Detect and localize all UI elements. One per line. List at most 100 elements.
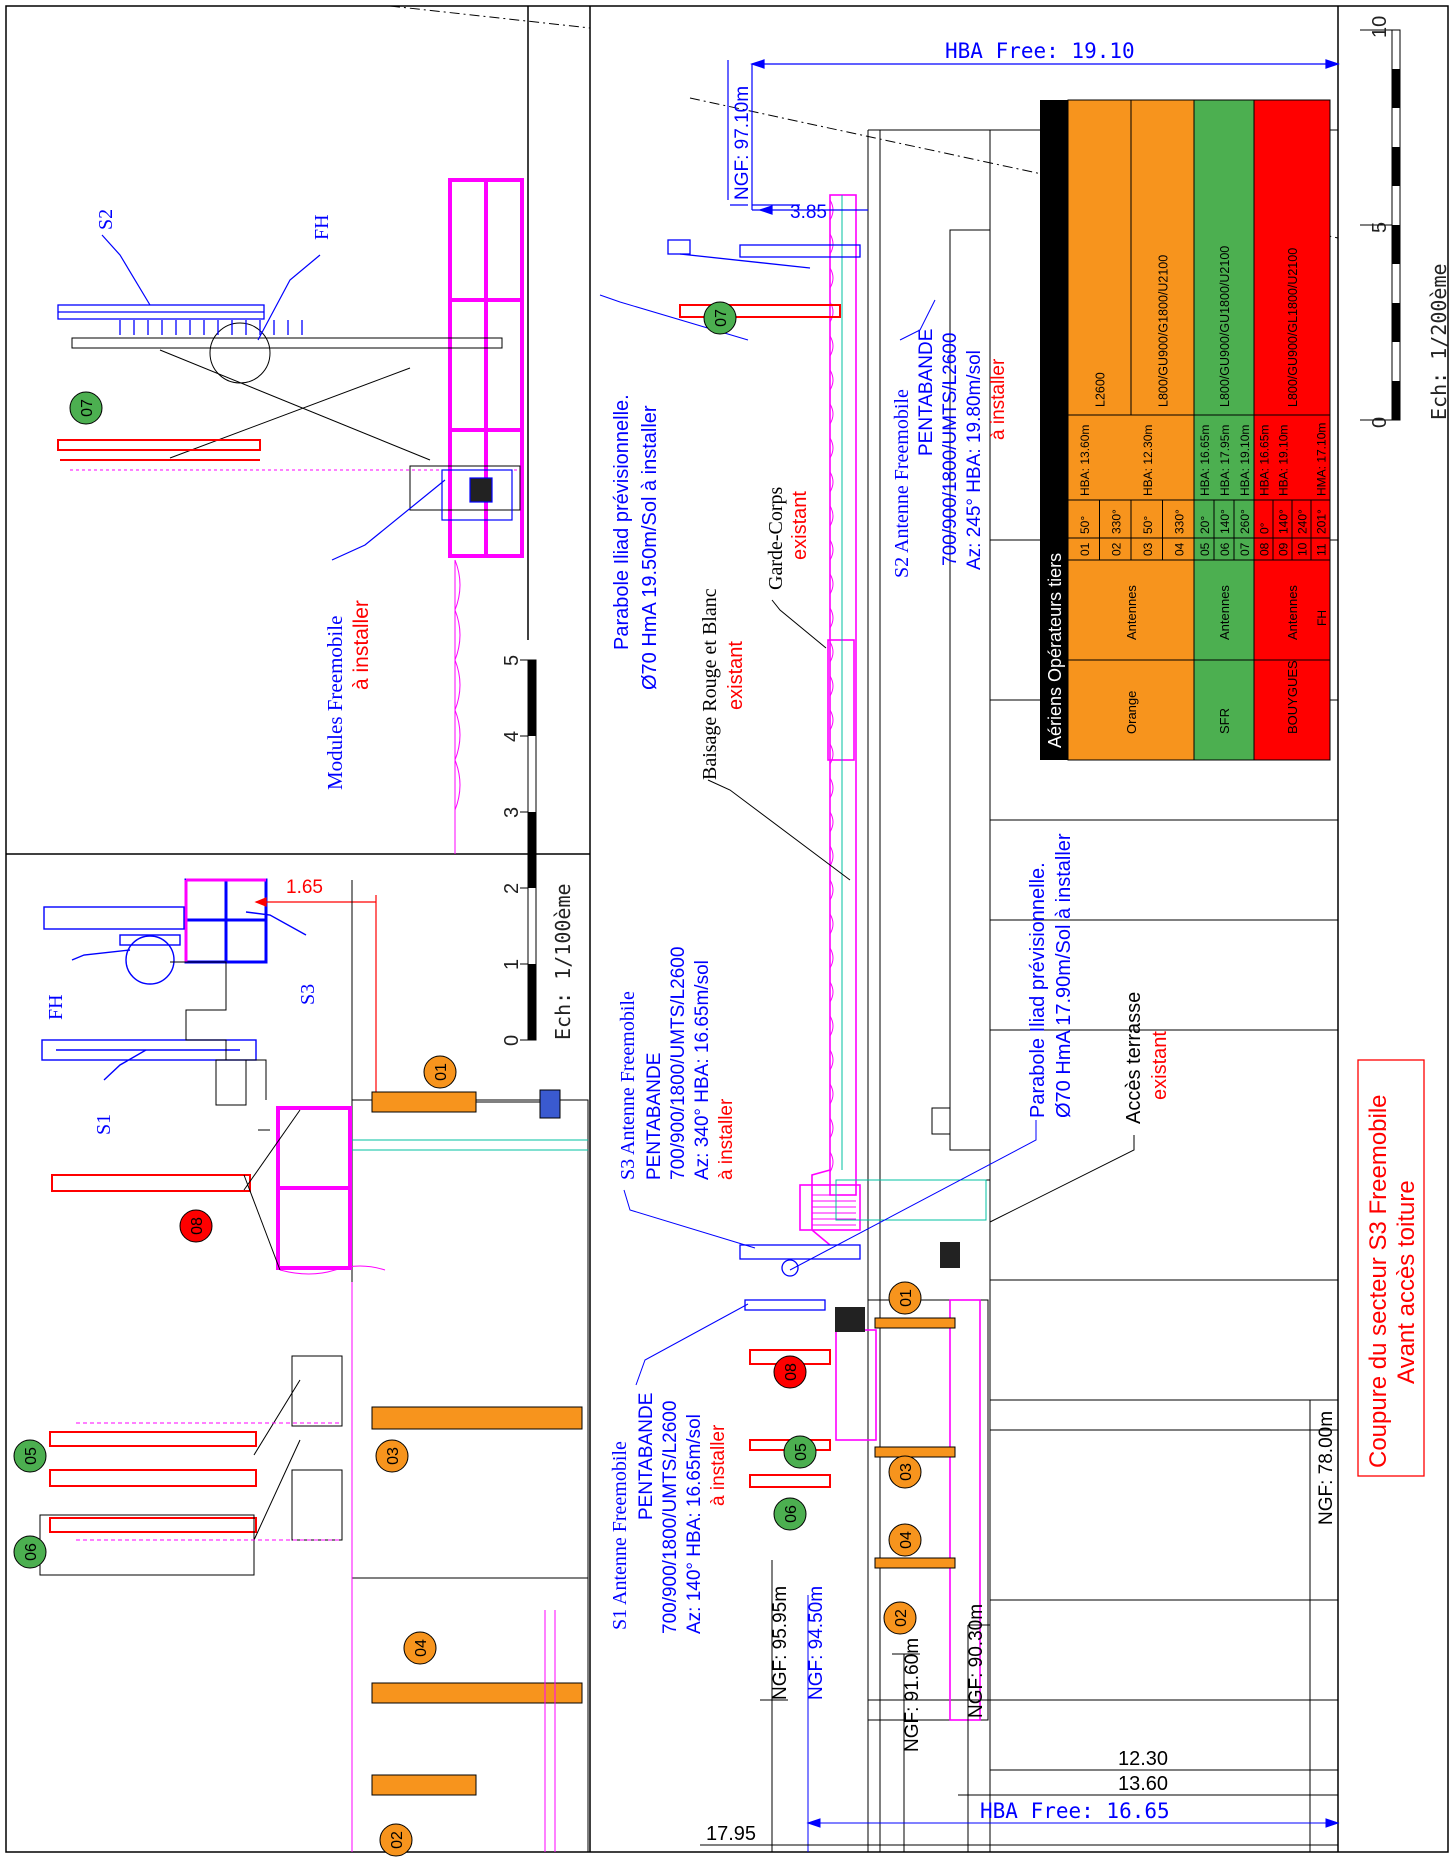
table-row-azimuth: 0° [1258, 522, 1272, 534]
s3ant-line3: 700/900/1800/UMTS/L2600 [668, 947, 689, 1180]
table-row-num: 08 [1258, 542, 1272, 556]
table-row-hba: HBA: 19.10m [1238, 425, 1252, 496]
label-modules-line2: à installer [350, 600, 373, 690]
s2ant-line1: S2 Antenne Freemobile [891, 389, 913, 578]
table-row-hba: HBA: 16.65m [1198, 425, 1212, 496]
table-row-hba: HMA: 17.10m [1315, 423, 1329, 496]
detail-bottom-left: 1.65 FH S3 S1 [39, 877, 589, 1853]
parab2-line1: Parabole Iliad prévisionnelle. [1027, 862, 1049, 1118]
marker-02: 02 [379, 1823, 413, 1857]
table-operator: BOUYGUES [1285, 660, 1300, 734]
s2ant-line3: 700/900/1800/UMTS/L2600 [940, 333, 961, 566]
table-row-azimuth: 330° [1109, 509, 1123, 534]
marker-04: 04 [403, 1631, 437, 1665]
svg-text:04: 04 [413, 1639, 430, 1657]
marker-07: 07 [69, 391, 103, 425]
parab1-line1: Parabole Iliad prévisionnelle. [611, 394, 633, 650]
table-row-azimuth: 240° [1296, 509, 1310, 534]
svg-text:06: 06 [783, 1505, 800, 1523]
marker-05: 05 [783, 1435, 817, 1469]
scale-mid-tick-label: 1 [501, 959, 523, 970]
table-band: L800/GU900/GU1800/U2100 [1218, 246, 1232, 407]
table-type: Antennes [1217, 585, 1232, 640]
baisage-line2: existant [725, 641, 747, 710]
dim-1-65: 1.65 [286, 877, 323, 898]
acces-line1: Accès terrasse [1123, 992, 1145, 1124]
label-fh-mid: FH [45, 994, 67, 1020]
ngf-9595: NGF: 95.95m [770, 1586, 791, 1700]
acces-line2: existant [1149, 1031, 1171, 1100]
table-row-num: 03 [1141, 542, 1155, 556]
table-operator: SFR [1217, 708, 1232, 734]
table-row-azimuth: 50° [1141, 516, 1155, 534]
parab1-line2: Ø70 HmA 19.50m/Sol à installer [639, 405, 661, 690]
s2ant-line2: PENTABANDE [916, 329, 937, 456]
s3ant-line2: PENTABANDE [644, 1053, 665, 1180]
table-type: Antennes [1124, 585, 1139, 640]
table-row-azimuth: 20° [1198, 516, 1212, 534]
table-row-num: 10 [1296, 542, 1310, 556]
dim-ngf-97: NGF: 97.10m [732, 86, 753, 200]
scale-mid-tick-label: 3 [501, 807, 523, 818]
svg-text:01: 01 [898, 1289, 915, 1307]
s3ant-line5: à installer [716, 1098, 737, 1180]
label-s3: S3 [297, 984, 319, 1005]
table-row-num: 09 [1277, 542, 1291, 556]
table-row-num: 02 [1109, 542, 1123, 556]
dim-hba-free-bottom: HBA Free: 16.65 [980, 1799, 1170, 1823]
s2ant-line4: Az: 245° HBA: 19.80m/sol [964, 350, 985, 570]
svg-text:06: 06 [23, 1543, 40, 1561]
scale-mid-label: Ech: 1/100ème [551, 883, 575, 1040]
svg-text:03: 03 [385, 1447, 402, 1465]
table-type2: FH [1315, 610, 1329, 626]
garde-line2: existant [789, 491, 811, 560]
s2ant-line5: à installer [988, 358, 1009, 440]
main-elevation: HBA Free: 19.10 NGF: 97.10m 3.85 Parabol… [389, 5, 1340, 1852]
table-title: Aériens Opérateurs tiers [1045, 553, 1065, 748]
table-row-azimuth: 201° [1315, 509, 1329, 534]
label-fh-top: FH [311, 214, 333, 240]
marker-06: 06 [13, 1535, 47, 1569]
title-line2: Avant accès toiture [1393, 1180, 1420, 1384]
ngf-78: NGF: 78.00m [1316, 1411, 1337, 1525]
table-row-num: 01 [1078, 542, 1092, 556]
table-row-num: 07 [1238, 542, 1252, 556]
marker-03: 03 [888, 1455, 922, 1489]
svg-text:01: 01 [433, 1063, 450, 1081]
title-box: Coupure du secteur S3 Freemobile Avant a… [1357, 1059, 1425, 1477]
svg-text:02: 02 [389, 1831, 406, 1849]
scale-top-label: Ech: 1/200ème [1427, 263, 1451, 420]
label-modules-line1: Modules Freemobile [323, 616, 347, 790]
table-row-azimuth: 140° [1218, 509, 1232, 534]
svg-text:04: 04 [898, 1531, 915, 1549]
dim-3-85: 3.85 [790, 202, 827, 223]
scale-top-tick-label: 10 [1369, 16, 1391, 38]
s1ant-line4: Az: 140° HBA: 16.65m/sol [684, 1414, 705, 1634]
s1ant-line1: S1 Antenne Freemobile [609, 1441, 631, 1630]
table-row-hba: HBA: 16.65m [1258, 425, 1272, 496]
svg-text:08: 08 [189, 1217, 206, 1235]
marker-08: 08 [179, 1209, 213, 1243]
table-row-hba: HBA: 19.10m [1277, 425, 1291, 496]
table-type: Antennes [1285, 585, 1300, 640]
marker-08: 08 [773, 1355, 807, 1389]
scale-mid-tick-label: 2 [501, 883, 523, 894]
table-row-num: 04 [1172, 542, 1186, 556]
table-band: L2600 [1094, 372, 1108, 407]
marker-06: 06 [773, 1497, 807, 1531]
table-row-azimuth: 140° [1277, 509, 1291, 534]
ngf-9160: NGF: 91.60m [902, 1638, 923, 1752]
garde-line1: Garde-Corps [765, 486, 787, 590]
scale-mid-tick-label: 5 [501, 655, 523, 666]
marker-07: 07 [703, 301, 737, 335]
dim-13-60: 13.60 [1118, 1773, 1168, 1795]
dim-17-95: 17.95 [706, 1823, 756, 1845]
table-band: L800/GU900/G1800/U2100 [1157, 255, 1171, 407]
table-row-num: 06 [1218, 542, 1232, 556]
marker-01: 01 [888, 1281, 922, 1315]
